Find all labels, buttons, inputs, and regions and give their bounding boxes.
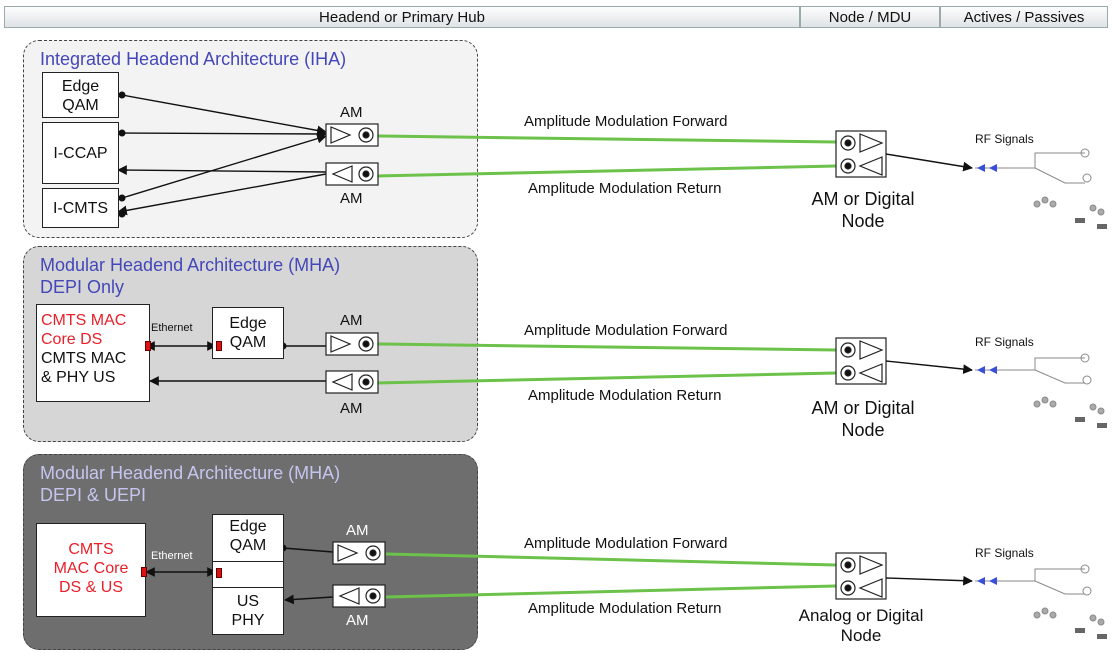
- ethernet-port-icon: [141, 567, 147, 577]
- header-node: Node / MDU: [800, 6, 940, 28]
- ethernet-port-icon: [145, 341, 151, 351]
- mha1-title-line1: Modular Headend Architecture (MHA): [40, 255, 341, 275]
- mha2-forward-label: Amplitude Modulation Forward: [524, 535, 728, 552]
- header-headend: Headend or Primary Hub: [4, 6, 800, 28]
- mha1-edge-qam-box: Edge QAM: [212, 307, 284, 359]
- mha1-cmts-box: CMTS MAC Core DS CMTS MAC & PHY US: [36, 304, 150, 402]
- mha1-cmts-red-label: CMTS MAC Core DS: [41, 312, 127, 348]
- ethernet-port-icon: [216, 341, 222, 351]
- iha-rf-label: RF Signals: [975, 132, 1034, 146]
- iha-return-label: Amplitude Modulation Return: [528, 180, 722, 197]
- iha-icmts-box: I-CMTS: [42, 188, 119, 228]
- amplifier-forward-icon: [325, 123, 379, 147]
- iha-title: Integrated Headend Architecture (IHA): [40, 49, 347, 69]
- iha-am-bottom-label: AM: [340, 190, 363, 207]
- ethernet-port-icon: [216, 568, 222, 578]
- mha2-am-bottom-label: AM: [346, 612, 369, 629]
- mha2-am-top-label: AM: [346, 522, 369, 539]
- mha2-edge-qam-box: Edge QAM: [212, 514, 284, 562]
- iha-iccap-box: I-CCAP: [42, 122, 119, 184]
- mha1-forward-label: Amplitude Modulation Forward: [524, 322, 728, 339]
- mha2-rf-label: RF Signals: [975, 546, 1034, 560]
- amplifier-return-icon: [325, 162, 379, 186]
- mha2-ethernet-label: Ethernet: [151, 550, 193, 562]
- mha2-return-label: Amplitude Modulation Return: [528, 600, 722, 617]
- mha1-rf-label: RF Signals: [975, 335, 1034, 349]
- mha1-ethernet-label: Ethernet: [151, 322, 193, 334]
- mha2-title-line1: Modular Headend Architecture (MHA): [40, 463, 341, 483]
- mha2-title-line2: DEPI & UEPI: [40, 485, 147, 505]
- rf-network-icon: [975, 148, 1107, 639]
- mha2-cmts-box: CMTS MAC Core DS & US: [36, 523, 146, 617]
- iha-edge-qam-box: Edge QAM: [42, 72, 119, 118]
- mha1-am-top-label: AM: [340, 312, 363, 329]
- mha1-am-bottom-label: AM: [340, 400, 363, 417]
- header-actives: Actives / Passives: [940, 6, 1108, 28]
- iha-forward-label: Amplitude Modulation Forward: [524, 113, 728, 130]
- mha2-node-label: Analog or Digital Node: [798, 606, 924, 645]
- iha-am-top-label: AM: [340, 104, 363, 121]
- mha1-return-label: Amplitude Modulation Return: [528, 387, 722, 404]
- mha1-node-label: AM or Digital Node: [811, 398, 915, 440]
- mha1-cmts-black-label: CMTS MAC & PHY US: [41, 350, 127, 386]
- mha2-us-phy-box: US PHY: [212, 587, 284, 635]
- iha-node-label: AM or Digital Node: [811, 189, 915, 231]
- mha1-title-line2: DEPI Only: [40, 277, 125, 297]
- mha2-middle-box: [212, 561, 284, 588]
